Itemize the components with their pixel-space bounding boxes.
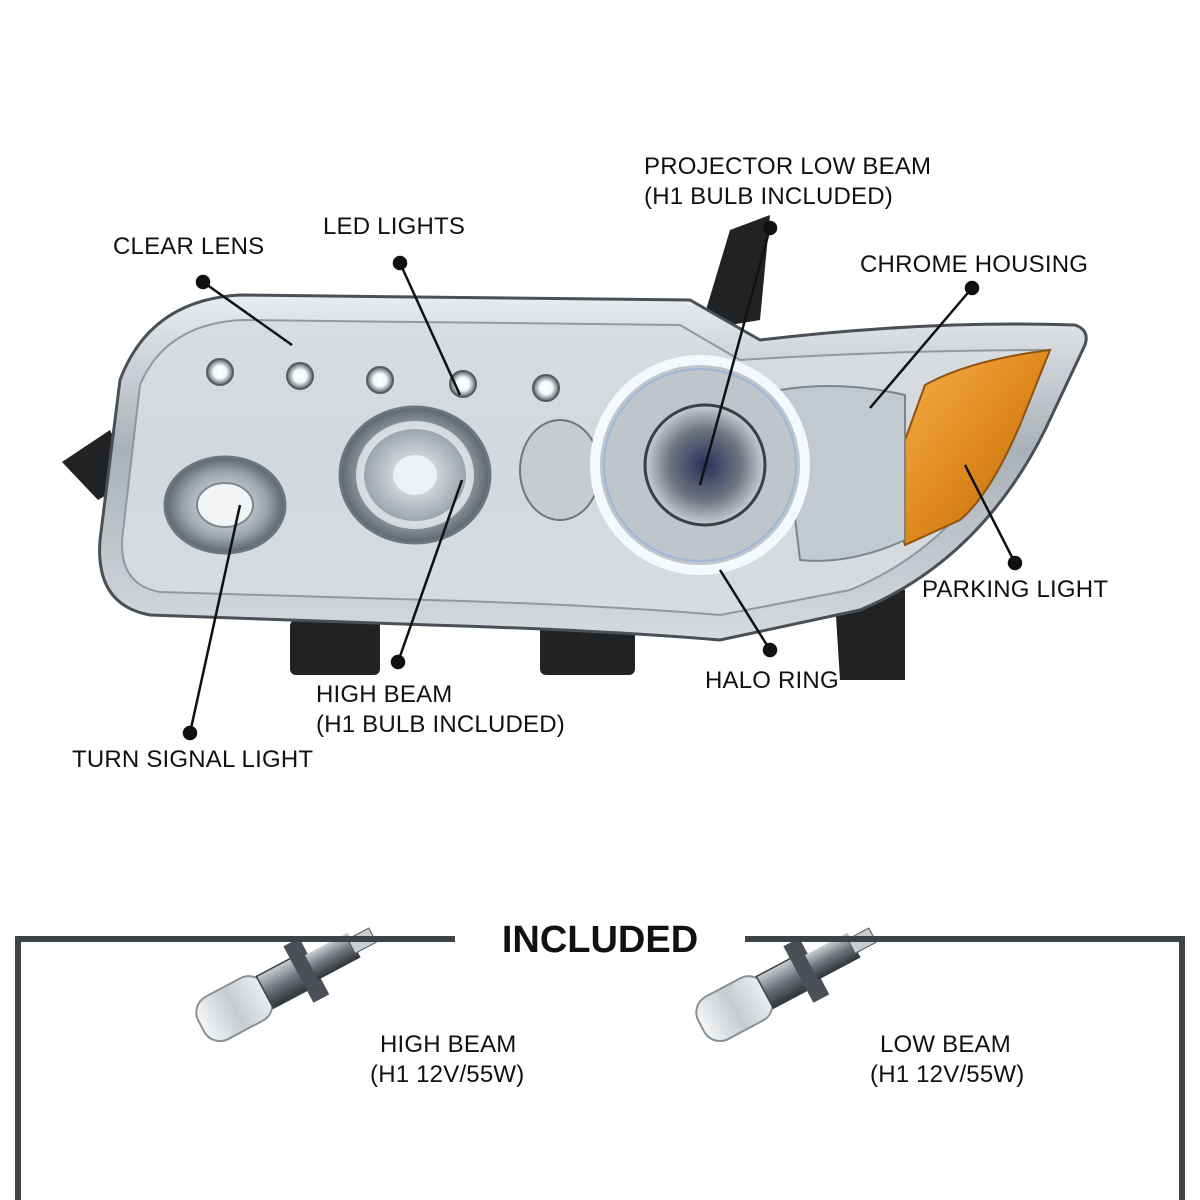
label-parking-light: PARKING LIGHT: [922, 576, 1109, 603]
included-high-beam-spec: (H1 12V/55W): [370, 1061, 525, 1088]
high-beam-bulb: [195, 927, 377, 1043]
label-led-lights: LED LIGHTS: [323, 213, 466, 240]
label-projector-low-beam: PROJECTOR LOW BEAM: [644, 153, 932, 180]
included-high-beam-name: HIGH BEAM: [380, 1031, 517, 1058]
included-frame-right: [1179, 936, 1185, 1200]
included-frame-top-right: [745, 936, 1185, 942]
low-beam-bulb: [695, 927, 877, 1043]
label-halo-ring: HALO RING: [705, 667, 839, 694]
label-high-beam-sub: (H1 BULB INCLUDED): [316, 711, 565, 738]
label-high-beam: HIGH BEAM: [316, 681, 453, 708]
led-array: [206, 358, 560, 402]
included-low-beam-name: LOW BEAM: [880, 1031, 1011, 1058]
label-turn-signal-light: TURN SIGNAL LIGHT: [72, 746, 314, 773]
label-projector-low-beam-sub: (H1 BULB INCLUDED): [644, 183, 893, 210]
included-low-beam-spec: (H1 12V/55W): [870, 1061, 1025, 1088]
callout-lines: [182, 220, 1023, 741]
included-frame-top-left: [15, 936, 455, 942]
label-clear-lens: CLEAR LENS: [113, 233, 265, 260]
label-chrome-housing: CHROME HOUSING: [860, 251, 1089, 278]
included-frame-left: [15, 936, 21, 1200]
included-title: INCLUDED: [501, 919, 699, 961]
